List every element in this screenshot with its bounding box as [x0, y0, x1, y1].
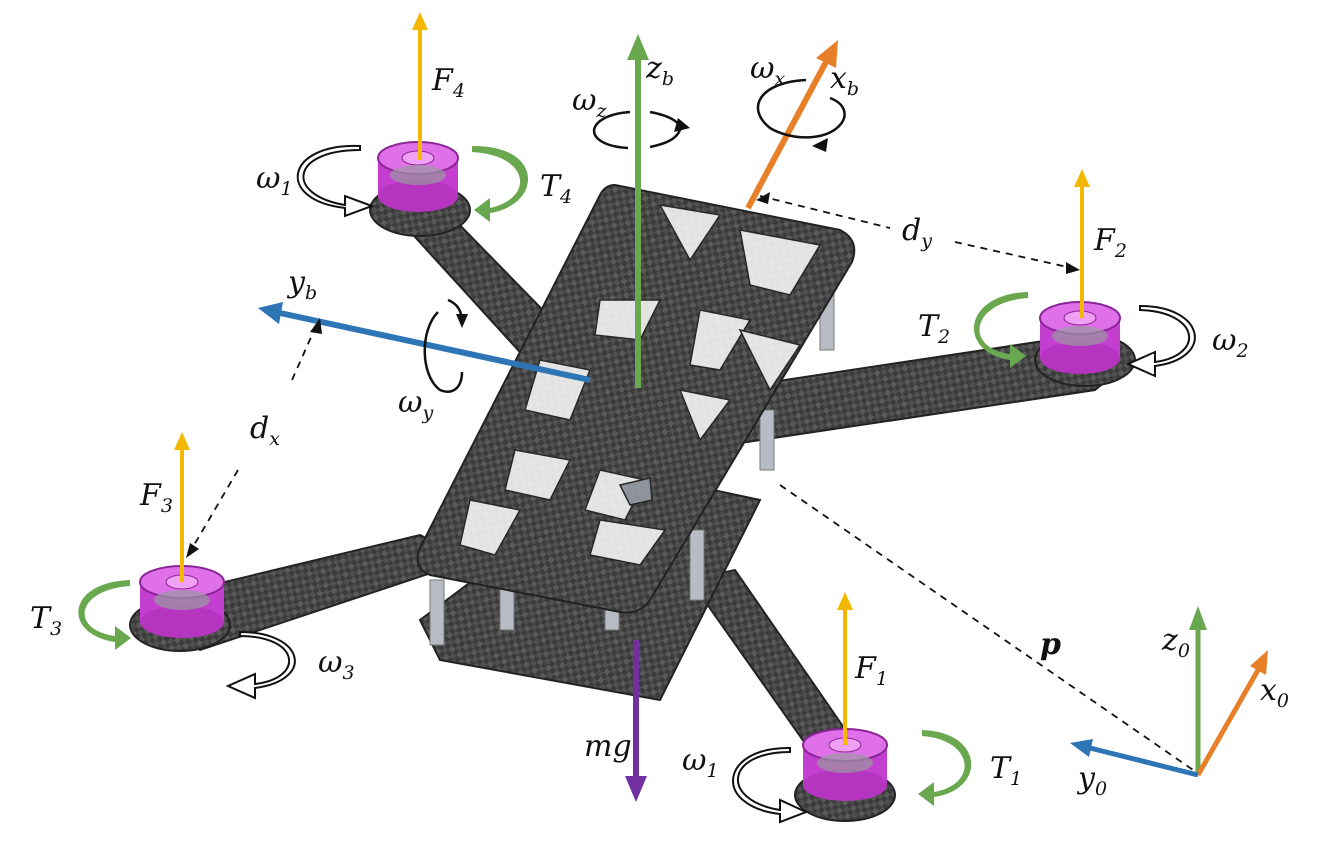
torque-arrows	[78, 145, 1028, 806]
label-w3: ω3	[318, 645, 355, 684]
torque-arrow-2	[973, 292, 1028, 368]
label-F3: F3	[139, 478, 173, 517]
label-T2: T2	[918, 309, 950, 348]
label-zb: zb	[645, 51, 674, 90]
label-F1: F1	[854, 651, 888, 690]
label-wy: ωy	[398, 385, 433, 424]
motor-2	[1039, 301, 1121, 374]
spin-arrows	[225, 144, 1196, 824]
label-y0: y0	[1076, 761, 1107, 800]
body-rotation-arrowheads	[456, 118, 828, 328]
label-p: p	[1040, 627, 1061, 662]
label-z0: z0	[1161, 623, 1190, 662]
top-plate	[416, 183, 856, 614]
thrust-arrows	[174, 12, 1090, 745]
label-T3: T3	[30, 601, 62, 640]
top-plate-cutouts	[459, 204, 822, 566]
torque-arrow-3	[78, 580, 131, 650]
wx-rotation	[756, 78, 846, 139]
gravity-arrow	[625, 640, 647, 802]
label-F2: F2	[1093, 223, 1127, 262]
inertial-frame	[1070, 606, 1268, 778]
motor-3	[139, 565, 225, 638]
label-wz: ωz	[572, 83, 607, 122]
dashed-lines	[189, 195, 1197, 773]
label-w2: ω2	[1212, 323, 1249, 362]
spin-arrow-1-top	[296, 144, 375, 218]
label-F4: F4	[431, 63, 465, 102]
label-w1-bottom: ω1	[682, 743, 719, 782]
position-vector-line	[779, 484, 1197, 773]
dimension-arrowheads	[186, 192, 1080, 558]
torque-arrow-4	[472, 145, 529, 222]
dy-dimension-line	[759, 195, 1073, 269]
label-wx: ωx	[750, 51, 785, 90]
torque-arrow-1	[918, 730, 972, 806]
dx-dimension-line	[189, 325, 317, 553]
label-x0: x0	[1260, 673, 1289, 712]
label-T1: T1	[990, 751, 1022, 790]
spin-arrow-1-bottom	[732, 746, 809, 824]
label-mg: mg	[584, 729, 632, 764]
label-yb: yb	[286, 265, 317, 304]
label-xb: xb	[830, 61, 859, 100]
labels: F4 F2 F3 F1 T4 T2 T3 T1 ω1 ω2 ω3 ω1 ωz ω…	[30, 51, 1289, 800]
body-z-axis	[627, 34, 649, 388]
body-y-axis	[258, 302, 591, 383]
label-T4: T4	[540, 169, 572, 208]
spin-arrow-3	[225, 630, 296, 700]
label-dy: dy	[902, 213, 932, 252]
label-dx: dx	[250, 411, 280, 450]
label-w1-top: ω1	[256, 161, 293, 200]
spin-arrow-2	[1125, 304, 1196, 378]
